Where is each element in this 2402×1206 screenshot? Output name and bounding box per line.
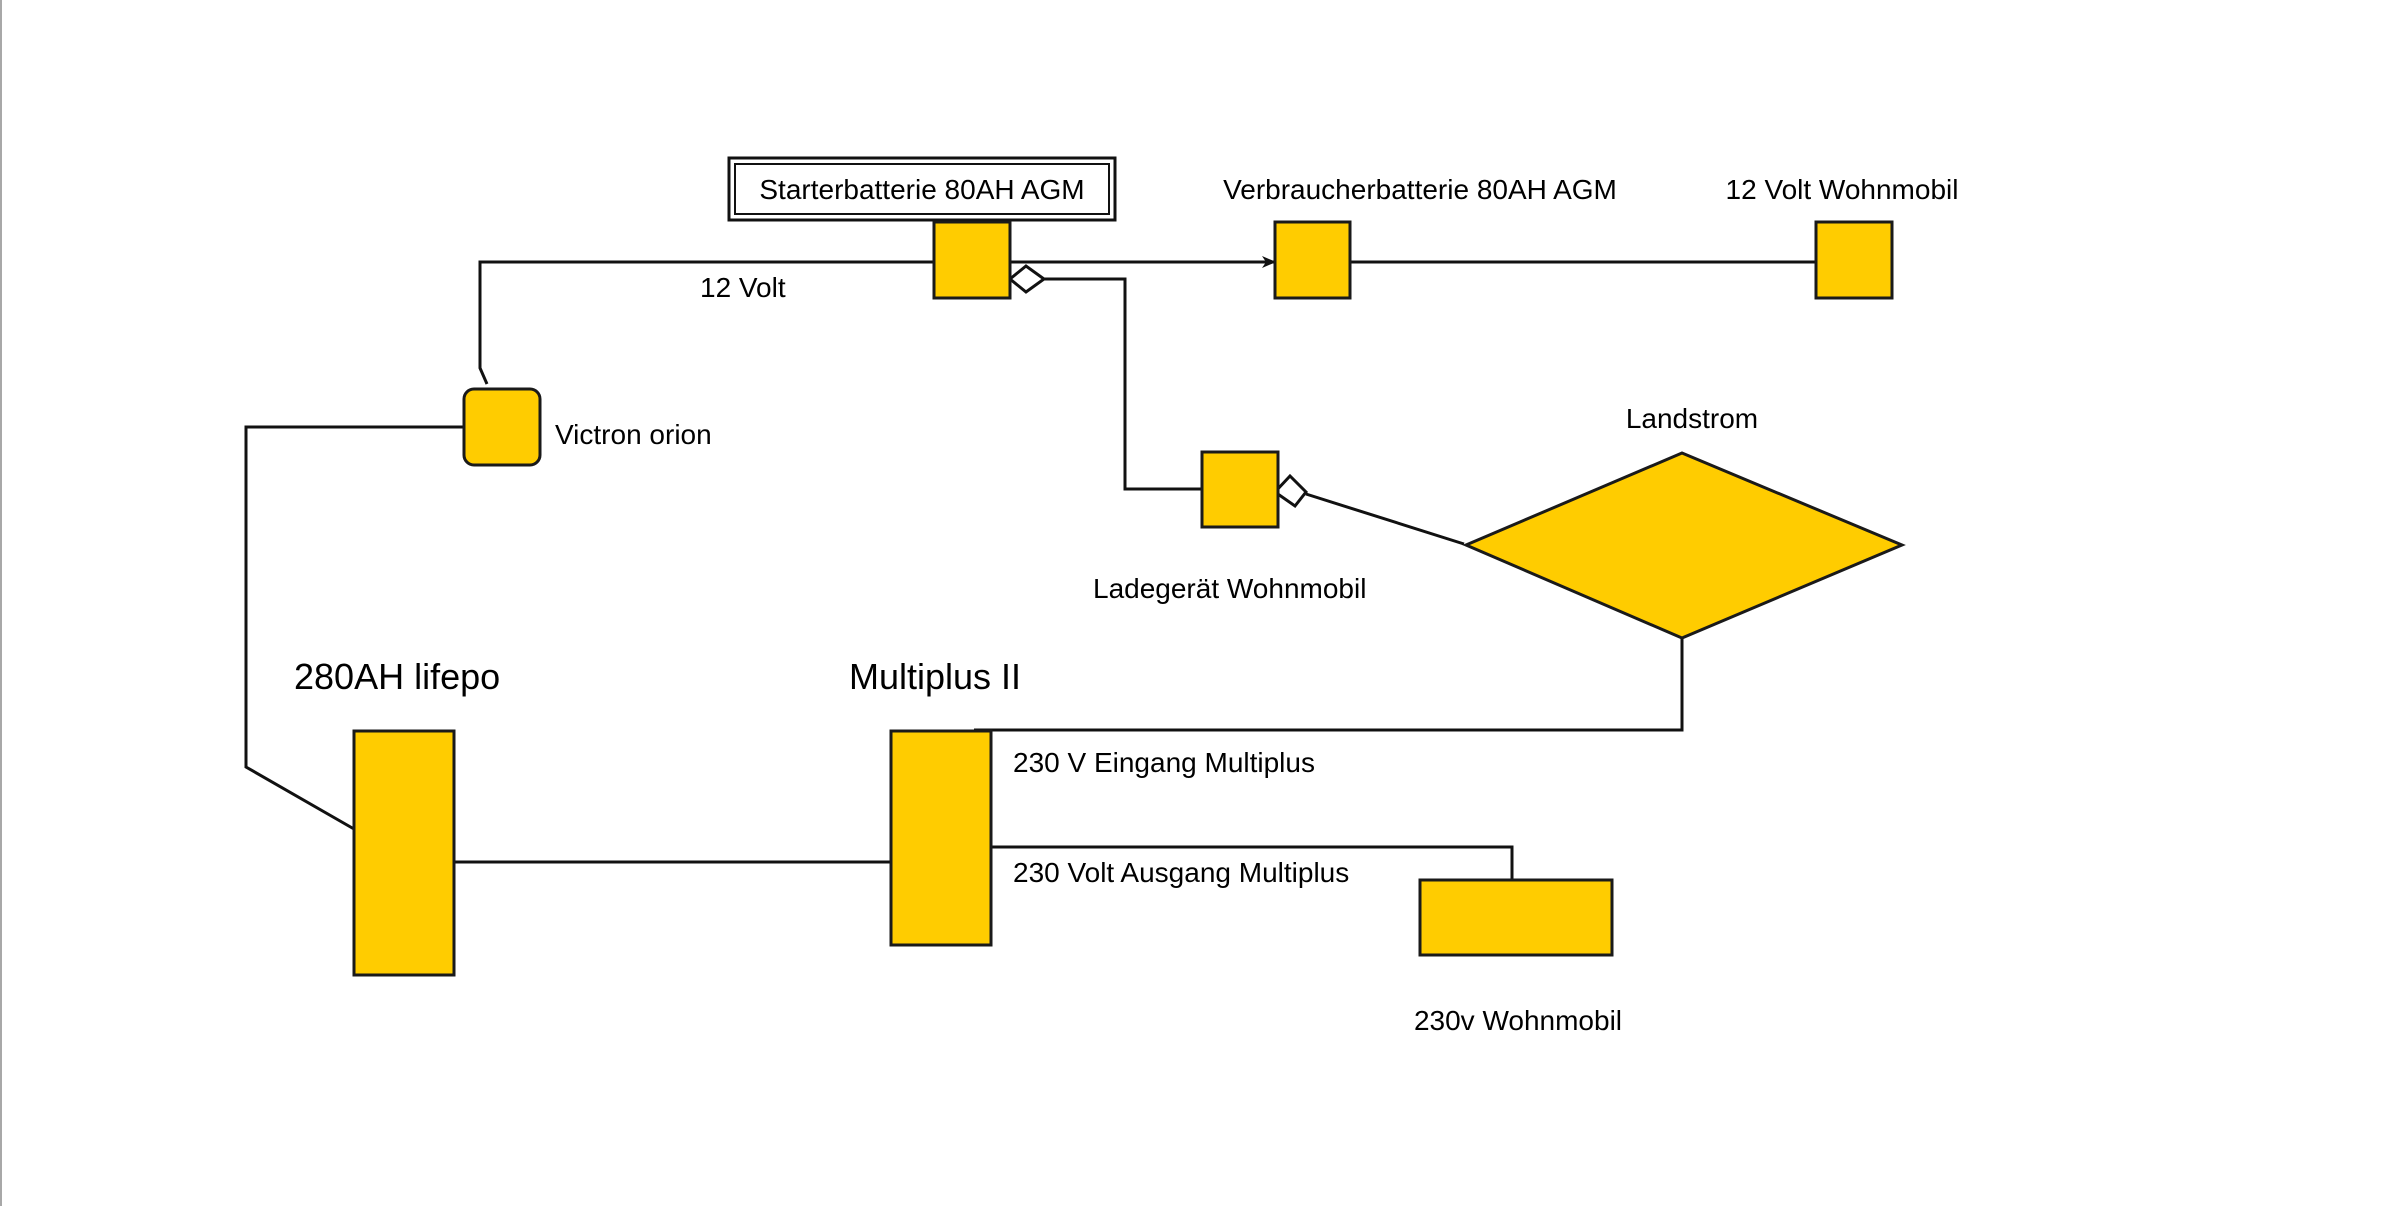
canvas-left-border (0, 0, 2, 1206)
wire-victron-to-starter[interactable] (478, 260, 934, 385)
ladegeraet-node[interactable] (1200, 450, 1280, 529)
twelve-volt-label: 12 Volt (700, 272, 786, 303)
wire-multiplus-to-230v[interactable] (991, 845, 1514, 879)
wohnmobil-230v-node[interactable] (1418, 878, 1614, 957)
starterbatterie-label: Starterbatterie 80AH AGM (759, 174, 1084, 205)
victron-orion-node[interactable] (462, 387, 542, 467)
wire-ladegeraet-to-landstrom[interactable] (1305, 492, 1465, 546)
wohnmobil-12v-node[interactable] (1814, 220, 1894, 300)
wohnmobil-12v-label: 12 Volt Wohnmobil (1726, 174, 1959, 205)
ladegeraet-label: Ladegerät Wohnmobil (1093, 573, 1366, 604)
wire-starter-to-ladegeraet[interactable] (1044, 277, 1202, 491)
eingang-label: 230 V Eingang Multiplus (1013, 747, 1315, 778)
landstrom-node[interactable] (1462, 451, 1906, 640)
multiplus-node[interactable] (889, 729, 993, 947)
starterbatterie-node[interactable] (932, 220, 1012, 300)
victron-orion-label: Victron orion (555, 419, 712, 450)
wire-victron-to-lifepo[interactable] (244, 425, 464, 831)
aggregation-diamond-icon (1007, 264, 1047, 294)
lifepo-label: 280AH lifepo (294, 656, 500, 697)
starterbatterie-title-box[interactable]: Starterbatterie 80AH AGM (727, 156, 1117, 222)
multiplus-label: Multiplus II (849, 656, 1021, 697)
lifepo-battery-node[interactable] (352, 729, 456, 977)
landstrom-label: Landstrom (1626, 403, 1758, 434)
aggregation-diamond-icon (1272, 473, 1309, 509)
verbraucherbatterie-label: Verbraucherbatterie 80AH AGM (1223, 174, 1617, 205)
wire-landstrom-to-multiplus[interactable] (974, 638, 1684, 732)
verbraucherbatterie-node[interactable] (1273, 220, 1352, 300)
ausgang-label: 230 Volt Ausgang Multiplus (1013, 857, 1349, 888)
wohnmobil-230v-label: 230v Wohnmobil (1414, 1005, 1622, 1036)
